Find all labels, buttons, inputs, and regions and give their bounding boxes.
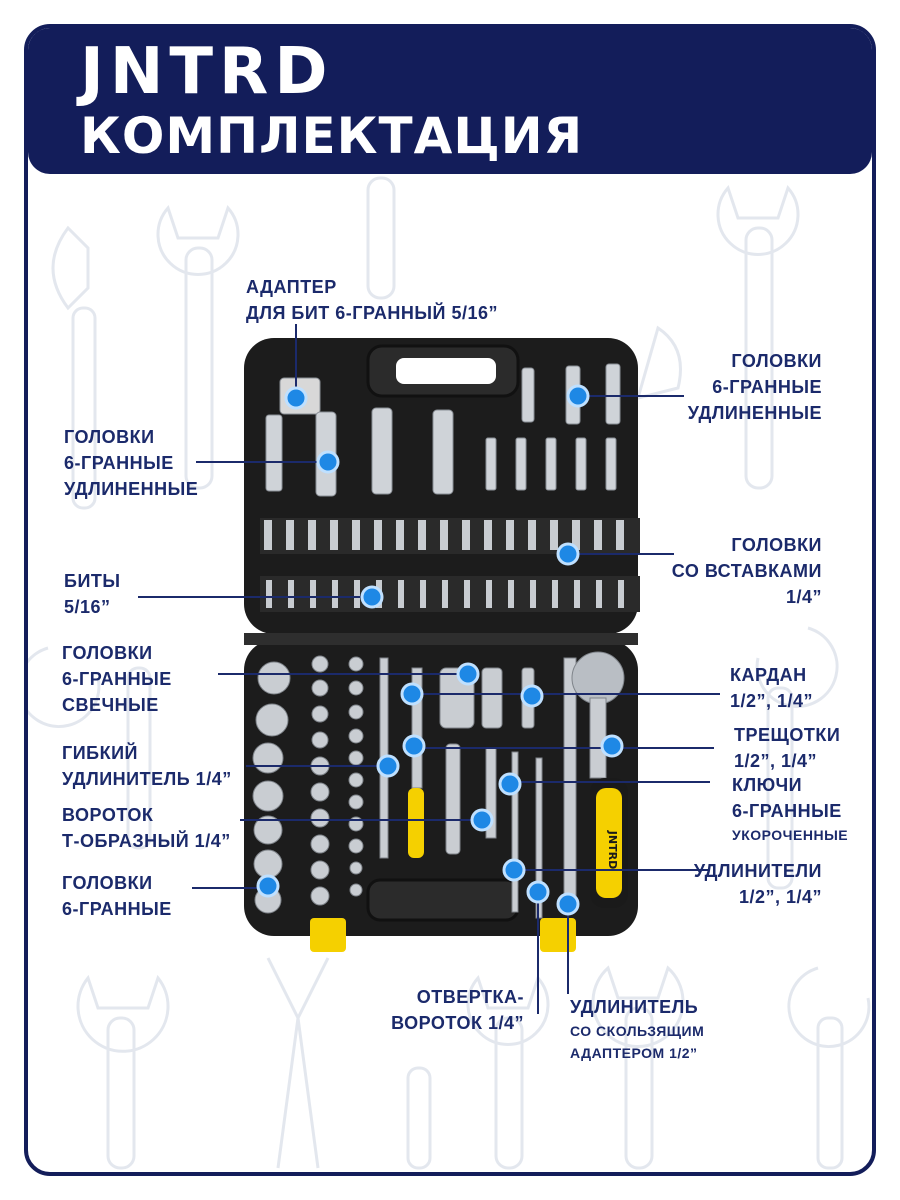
label-screwdriver-handle: ОТВЕРТКА- ВОРОТОК 1/4” bbox=[391, 987, 524, 1033]
label-hex-keys: КЛЮЧИ 6-ГРАННЫЕ УКОРОЧЕННЫЕ bbox=[732, 775, 849, 843]
label-t-handle: ВОРОТОК Т-ОБРАЗНЫЙ 1/4” bbox=[62, 805, 231, 851]
tools-watermark-background bbox=[28, 176, 871, 1170]
label-sliding-extension: УДЛИНИТЕЛЬ СО СКОЛЬЗЯЩИМ АДАПТЕРОМ 1/2” bbox=[570, 997, 705, 1061]
header-banner: JNTRD КОМПЛЕКТАЦИЯ bbox=[28, 28, 872, 174]
label-deep-sockets-right: ГОЛОВКИ 6-ГРАННЫЕ УДЛИНЕННЫЕ bbox=[687, 351, 822, 423]
label-bit-adapter: АДАПТЕР ДЛЯ БИТ 6-ГРАННЫЙ 5/16” bbox=[246, 277, 498, 323]
label-deep-sockets-left: ГОЛОВКИ 6-ГРАННЫЕ УДЛИНЕННЫЕ bbox=[64, 427, 199, 499]
label-spark-plug-sockets: ГОЛОВКИ 6-ГРАННЫЕ СВЕЧНЫЕ bbox=[62, 643, 172, 715]
label-bits: БИТЫ 5/16” bbox=[64, 571, 121, 617]
label-flex-extension: ГИБКИЙ УДЛИНИТЕЛЬ 1/4” bbox=[62, 743, 232, 789]
page-title: КОМПЛЕКТАЦИЯ bbox=[80, 107, 584, 165]
label-sockets: ГОЛОВКИ 6-ГРАННЫЕ bbox=[62, 873, 172, 919]
brand-logo: JNTRD bbox=[80, 35, 334, 109]
label-ratchets: ТРЕЩОТКИ 1/2”, 1/4” bbox=[734, 725, 841, 771]
label-bit-sockets: ГОЛОВКИ СО ВСТАВКАМИ 1/4” bbox=[671, 535, 822, 607]
label-universal-joint: КАРДАН 1/2”, 1/4” bbox=[730, 665, 814, 711]
page-frame: JNTRD КОМПЛЕКТАЦИЯ bbox=[24, 24, 876, 1176]
label-extensions: УДЛИНИТЕЛИ 1/2”, 1/4” bbox=[693, 861, 822, 907]
